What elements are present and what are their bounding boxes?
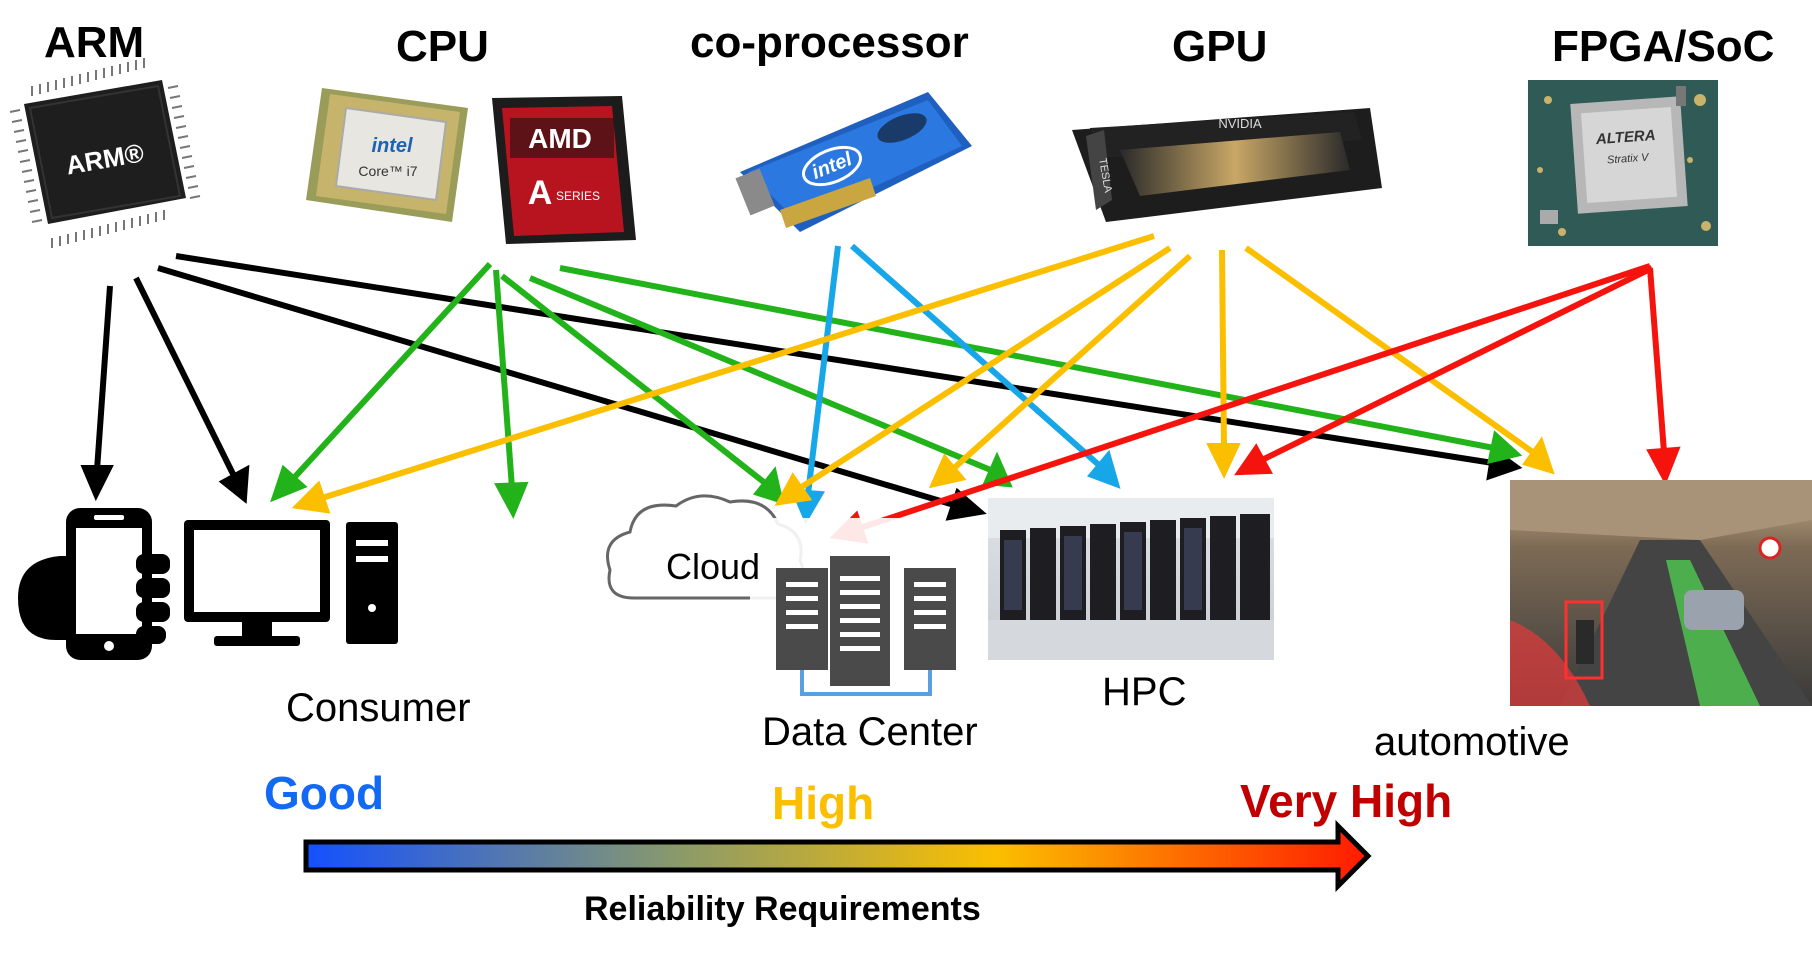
reliability-gradient-arrow xyxy=(303,819,1372,893)
amd-series: SERIES xyxy=(556,189,600,203)
amd-chip-image: AMD A SERIES xyxy=(492,96,636,244)
cpu-arrows xyxy=(270,261,1523,520)
intel-core-model: Core™ i7 xyxy=(358,163,417,179)
data-center-label: Data Center xyxy=(762,710,978,754)
gpu-label: GPU xyxy=(1172,22,1268,71)
gpu-arrows xyxy=(291,233,1555,514)
automotive-image xyxy=(1510,480,1812,706)
arm-chip-image: ARM® xyxy=(9,58,201,248)
hpc-label: HPC xyxy=(1102,670,1187,714)
fpga-board-image: ALTERA Stratix V xyxy=(1528,80,1718,246)
coprocessor-card-image: intel xyxy=(735,92,972,232)
desktop-tower-icon xyxy=(346,522,398,644)
automotive-label: automotive xyxy=(1374,720,1570,764)
amd-brand: AMD xyxy=(528,123,592,154)
amd-letter: A xyxy=(528,174,553,212)
arm-arrows xyxy=(80,253,1523,521)
nvidia-brand: NVIDIA xyxy=(1218,116,1262,131)
reliability-good-label: Good xyxy=(264,767,385,819)
reliability-high-label: High xyxy=(772,777,875,829)
monitor-icon xyxy=(184,520,330,646)
consumer-label: Consumer xyxy=(286,686,471,730)
smartphone-icon xyxy=(18,508,170,660)
cpu-label: CPU xyxy=(396,22,489,71)
altera-brand: ALTERA xyxy=(1594,127,1656,148)
cloud-label: Cloud xyxy=(666,546,761,587)
coprocessor-arrows xyxy=(790,243,1121,525)
stratix-label: Stratix V xyxy=(1607,151,1651,166)
nvidia-gpu-image: NVIDIA TESLA xyxy=(1072,108,1382,222)
arm-label: ARM xyxy=(44,18,145,67)
reliability-axis-label: Reliability Requirements xyxy=(584,890,981,928)
reliability-very-high-label: Very High xyxy=(1240,775,1453,827)
intel-core-brand: intel xyxy=(371,135,413,157)
intel-core-chip-image: intel Core™ i7 xyxy=(306,88,468,222)
coprocessor-label: co-processor xyxy=(690,18,969,67)
hpc-supercomputer-image xyxy=(988,498,1274,660)
server-rack-icon xyxy=(750,518,956,696)
fpga-label: FPGA/SoC xyxy=(1552,22,1775,71)
